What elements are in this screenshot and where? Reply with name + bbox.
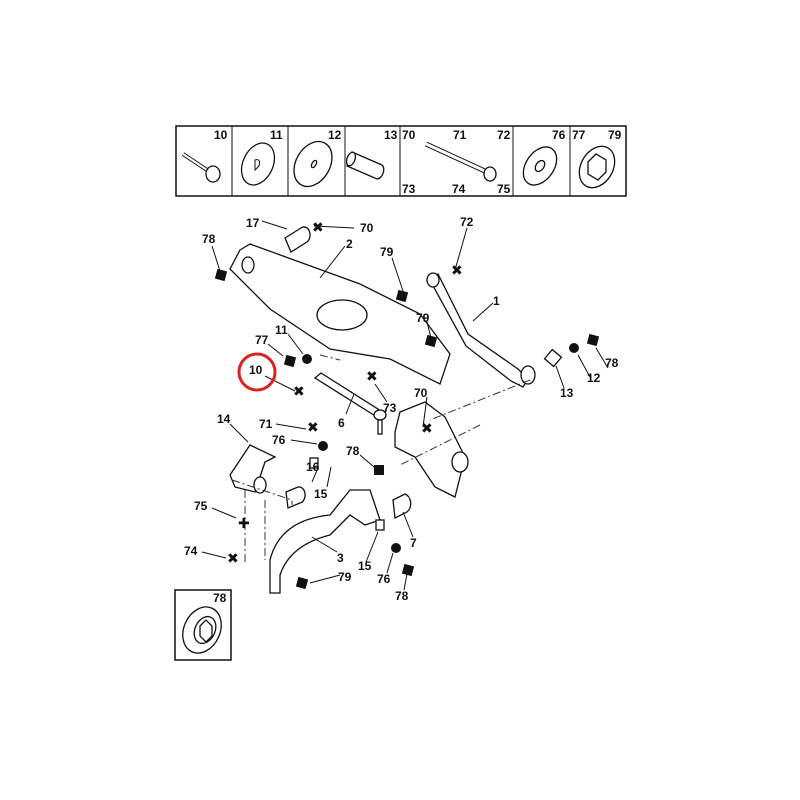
callout-6: 6 (338, 416, 345, 430)
callout-7: 7 (410, 536, 417, 550)
nut-marker-78 (374, 465, 384, 475)
nut-flanged-icon (182, 606, 222, 654)
washer-marker-76 (318, 441, 328, 451)
washer-flat-icon (293, 140, 333, 188)
bolt-marker-72: ✖ (451, 263, 463, 279)
callout-15: 15 (358, 559, 372, 573)
nut-flanged-icon (578, 145, 616, 189)
callout-79: 79 (338, 570, 352, 584)
bushing-16 (285, 486, 306, 509)
legend-label-70: 70 (402, 128, 416, 142)
bolt-marker-74: ✖ (227, 551, 239, 567)
legend-label-11: 11 (270, 128, 283, 142)
bushing-eye (520, 365, 536, 385)
nut-marker-78 (586, 333, 600, 347)
callout-74: 74 (184, 544, 198, 558)
washer-notched-icon (522, 146, 558, 186)
legend-label-74: 74 (452, 182, 466, 196)
callout-75: 75 (194, 499, 208, 513)
legend-label-12: 12 (328, 128, 342, 142)
parts-legend: 10 11 12 13 70 71 72 73 74 75 76 77 79 (175, 125, 627, 197)
callout-78: 78 (346, 444, 360, 458)
legend-label-72: 72 (497, 128, 511, 142)
bushing-eye (241, 256, 255, 274)
assembly-lines (231, 354, 531, 565)
nut-marker-79 (424, 334, 438, 348)
bolt-marker-70: ✖ (312, 220, 324, 236)
callout-72: 72 (460, 215, 474, 229)
nut-marker-78 (214, 268, 228, 282)
callout-2: 2 (346, 237, 353, 251)
callout-11: 11 (275, 323, 288, 337)
callout-76: 76 (377, 572, 391, 586)
callout-17: 17 (246, 216, 260, 230)
sleeve-icon (345, 151, 385, 180)
washer-slotted-icon (240, 142, 276, 186)
bolt-marker-10: ✖ (293, 384, 305, 400)
callout-78: 78 (202, 232, 216, 246)
callout-77: 77 (255, 333, 269, 347)
callout-12: 12 (587, 371, 601, 385)
nut-marker-78 (401, 563, 415, 577)
bushing-15 (309, 457, 319, 469)
legend-label-71: 71 (453, 128, 467, 142)
washer-marker-76 (391, 543, 401, 553)
legend-label-79: 79 (608, 128, 622, 142)
legend-label-10: 10 (214, 128, 228, 142)
bolt-marker-75: ✚ (238, 516, 250, 532)
nut-marker-79 (295, 576, 309, 590)
inset-nut-panel: 78 (174, 589, 232, 661)
bolt-marker-73: ✖ (366, 369, 378, 385)
callout-71: 71 (259, 417, 273, 431)
callout-78: 78 (395, 589, 409, 603)
callout-3: 3 (337, 551, 344, 565)
inset-label-78: 78 (213, 591, 227, 605)
callout-1: 1 (493, 294, 500, 308)
legend-label-77: 77 (572, 128, 586, 142)
bushing-eye (426, 272, 440, 288)
spring-seat (316, 299, 368, 331)
lower-arm-3 (269, 489, 381, 594)
legend-label-13: 13 (384, 128, 398, 142)
bushing-7 (392, 493, 412, 519)
sleeve-13 (543, 348, 563, 368)
nut-marker-79 (395, 289, 409, 303)
bolt-marker-70: ✖ (421, 421, 433, 437)
callout-70: 70 (414, 386, 428, 400)
legend-label-76: 76 (552, 128, 566, 142)
washer-marker-12 (569, 343, 579, 353)
long-bolt-icon (424, 141, 497, 182)
bushing-15 (375, 519, 385, 531)
bushing-17 (284, 226, 311, 253)
callouts: 17 70 78 2 72 79 1 79 11 77 10 78 12 13 … (184, 215, 619, 603)
callout-73: 73 (383, 401, 397, 415)
callout-79: 79 (416, 311, 430, 325)
callout-79: 79 (380, 245, 394, 259)
bolt-icon (181, 152, 221, 183)
callout-78: 78 (605, 356, 619, 370)
callout-14: 14 (217, 412, 231, 426)
legend-label-73: 73 (402, 182, 416, 196)
callout-70: 70 (360, 221, 374, 235)
bolt-marker-71: ✖ (307, 420, 319, 436)
nut-marker-77 (283, 354, 297, 368)
bracket-14 (229, 444, 277, 493)
callout-16: 16 (306, 460, 320, 474)
washer-marker-11 (302, 354, 312, 364)
callout-76: 76 (272, 433, 286, 447)
leader-lines (201, 220, 609, 591)
callout-10: 10 (249, 363, 263, 377)
highlight-circle (237, 352, 277, 392)
callout-15: 15 (314, 487, 328, 501)
callout-13: 13 (560, 386, 574, 400)
legend-label-75: 75 (497, 182, 511, 196)
